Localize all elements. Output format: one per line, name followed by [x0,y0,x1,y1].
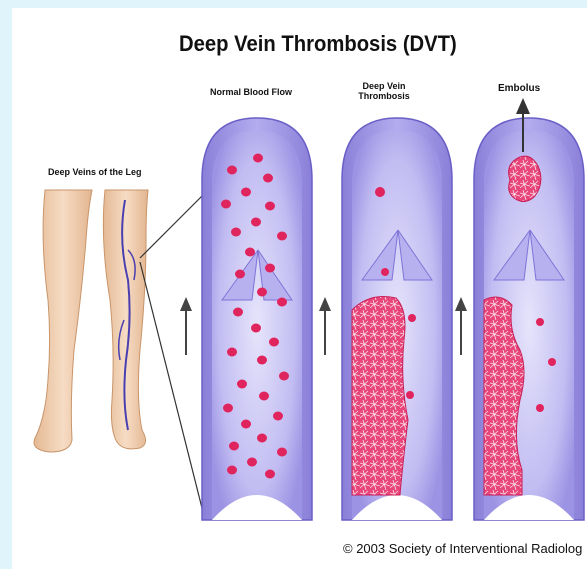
blood-cell [241,420,251,429]
blood-cell [259,392,269,401]
blood-cell [221,200,231,209]
blood-cell [235,270,245,279]
blood-cell [257,288,267,297]
blood-cell [277,448,287,457]
blood-cell [245,248,255,257]
blood-cell [273,412,283,421]
flow-arrow-3 [455,297,467,355]
blood-cell [251,324,261,333]
blood-cell [227,166,237,175]
blood-cell [247,458,257,467]
vein-dvt [342,118,452,520]
blood-cell [237,380,247,389]
embolus-clot [509,156,541,201]
blood-cell [277,232,287,241]
blood-cell [241,188,251,197]
vein-normal [202,118,312,520]
blood-cell [253,154,263,163]
blood-cell [263,174,273,183]
blood-cell [265,202,275,211]
blood-cell [265,264,275,273]
blood-cell [251,218,261,227]
label-normal-flow: Normal Blood Flow [210,87,292,97]
copyright-notice: © 2003 Society of Interventional Radiolo… [343,541,582,556]
blood-cell [223,404,233,413]
zoom-line-bottom [140,262,205,520]
blood-cell [227,466,237,475]
label-deep-veins-leg: Deep Veins of the Leg [48,167,142,177]
left-leg [34,190,92,452]
blood-cell [231,228,241,237]
blood-cell [229,442,239,451]
label-dvt: Deep Vein Thrombosis [354,81,414,101]
blood-cell [277,298,287,307]
blood-cell [257,356,267,365]
blood-cell [227,348,237,357]
blood-cell [257,434,267,443]
blood-cell [279,372,289,381]
thrombus [352,297,408,496]
zoom-line-top [140,193,205,258]
page-title: Deep Vein Thrombosis (DVT) [179,31,457,57]
vein-embolus [474,98,584,520]
blood-cell [233,308,243,317]
blood-cell [269,338,279,347]
label-embolus: Embolus [498,84,540,94]
blood-cell [265,470,275,479]
flow-arrow-1 [180,297,192,355]
flow-arrow-2 [319,297,331,355]
legs-illustration [34,190,205,520]
